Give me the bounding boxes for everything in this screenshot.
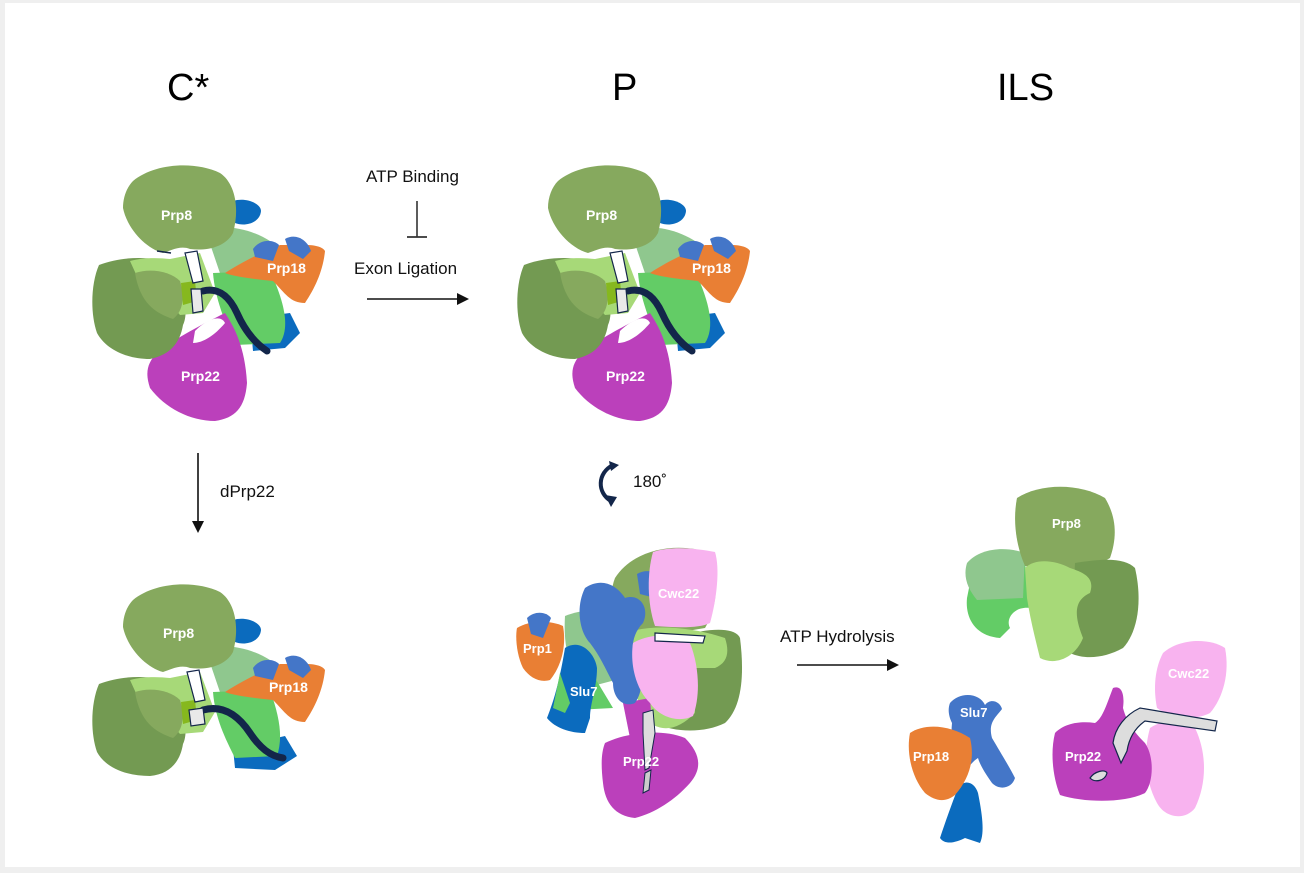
rna-element-shape: [184, 250, 204, 284]
atp-binding-label: ATP Binding: [366, 167, 459, 186]
rotation-label: 180˚: [633, 472, 668, 491]
prp8-shape: [123, 165, 237, 253]
prp22-label: Prp22: [181, 368, 220, 384]
rna-element-shape: [186, 669, 206, 703]
c-star-complex: Prp8 Prp18 Prp22: [92, 165, 325, 421]
prp22-shape: [572, 313, 672, 421]
rna-element-shape: [654, 632, 706, 644]
prp18-shape: [516, 621, 565, 681]
cwc22-lower-shape: [1145, 720, 1204, 817]
dprp22-arrow-icon: [192, 453, 204, 533]
blue-top-shape: [229, 199, 261, 225]
prp8-shape: [123, 584, 237, 672]
cwc22-lower-shape: [632, 635, 698, 720]
prp8-label: Prp8: [161, 207, 192, 223]
prp22-shape: [1052, 687, 1152, 801]
inhibition-icon: [407, 201, 427, 238]
prp18-shape: [650, 244, 750, 303]
mint-domain-shape: [965, 549, 1025, 600]
rna-strand-shape: [199, 286, 271, 355]
atp-hydrolysis-arrow-icon: [797, 659, 899, 671]
stage-title-p: P: [612, 67, 638, 109]
exon-ligation-arrow-icon: [367, 293, 469, 305]
dprp22-label: dPrp22: [220, 482, 275, 501]
stage-title-c-star: C*: [167, 67, 210, 109]
cwc22-shape: [648, 548, 718, 628]
prp22-label: Prp22: [1065, 749, 1101, 764]
cwc22-shape: [1155, 641, 1227, 718]
ils-prp22-cwc22-complex: Cwc22 Prp22: [1052, 641, 1227, 817]
stage-title-ils: ILS: [997, 67, 1055, 109]
dprp22-complex: Prp8 Prp18: [92, 584, 325, 776]
atp-hydrolysis-label: ATP Hydrolysis: [780, 627, 895, 646]
rna-element-shape: [609, 250, 629, 284]
ils-slu7-prp18-complex: Slu7 Prp18: [908, 694, 1015, 843]
prp18-label: Prp18: [269, 679, 308, 695]
prp18-label: Prp1: [523, 641, 552, 656]
prp8-label: Prp8: [163, 625, 194, 641]
ils-prp8-complex: Prp8: [965, 486, 1139, 662]
prp8-shape: [1015, 486, 1115, 571]
prp18-label: Prp18: [692, 260, 731, 276]
slu7-label: Slu7: [960, 705, 987, 720]
exon-ligation-label: Exon Ligation: [354, 259, 458, 278]
prp8-shape: [548, 165, 662, 253]
prp8-label: Prp8: [586, 207, 617, 223]
slu7-dark-shape: [547, 644, 597, 733]
rna-strand-shape: [199, 705, 287, 762]
slu7-shape: [579, 582, 646, 705]
cwc22-label: Cwc22: [1168, 666, 1209, 681]
prp18-shape: [225, 244, 325, 303]
p-complex: Prp8 Prp18 Prp22: [517, 165, 750, 421]
prp18-shape: [225, 663, 325, 722]
blue-top-shape: [229, 618, 261, 644]
p-complex-rotated: Cwc22 Prp1 Slu7 Prp22: [516, 547, 743, 818]
slu7-dark-shape: [940, 782, 983, 843]
cwc22-label: Cwc22: [658, 586, 699, 601]
rna-element-shape: [1112, 707, 1218, 765]
prp22-label: Prp22: [606, 368, 645, 384]
prp22-label: Prp22: [623, 754, 659, 769]
blue-top-shape: [654, 199, 686, 225]
prp22-shape: [147, 313, 247, 421]
figure-canvas: C* P ILS ATP Binding Exon Ligation dPrp2…: [5, 3, 1300, 867]
prp18-label: Prp18: [913, 749, 949, 764]
prp18-shape: [908, 726, 972, 801]
rotation-icon: [598, 461, 619, 507]
slu7-label: Slu7: [570, 684, 597, 699]
rna-strand-shape: [624, 286, 696, 355]
prp8-label: Prp8: [1052, 516, 1081, 531]
prp18-label: Prp18: [267, 260, 306, 276]
light-green-lobe-shape: [1025, 561, 1092, 662]
